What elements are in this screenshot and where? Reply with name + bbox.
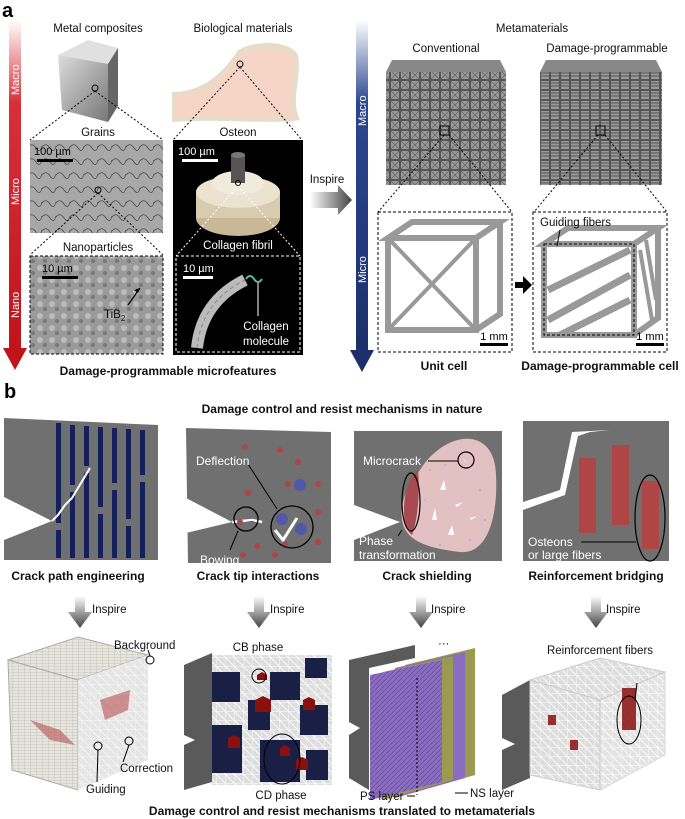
inspire-label-3: Inspire (431, 604, 466, 616)
dp-cell-scale-label: 1 mm (636, 331, 664, 343)
deflection-label: Deflection (196, 454, 249, 468)
down-arrow-icon (409, 596, 433, 628)
grains-scale-label: 100 µm (34, 146, 71, 158)
panel-b-bottom-title: Damage control and resist mechanisms tra… (149, 804, 535, 818)
crack-shielding-panel (354, 431, 502, 561)
unit-cell-scale-label: 1 mm (480, 331, 508, 343)
nano-scale-label: 10 µm (42, 263, 73, 275)
osteon-scale-label: 100 µm (178, 146, 215, 158)
osteon-scale-bar (182, 159, 218, 162)
blue-scale-arrowhead (350, 350, 374, 372)
bone-illustration (172, 43, 300, 122)
down-arrow-icon (584, 596, 608, 628)
scale-axis-left: Macro Micro Nano (3, 20, 27, 370)
unit-cell-box: 1 mm (377, 211, 513, 353)
nanoparticles-label: Nanoparticles (63, 242, 134, 254)
guiding-fibers-label: Guiding fibers (540, 217, 611, 229)
crack-tip-interactions-panel (186, 428, 331, 563)
grains-scale-bar (37, 159, 73, 162)
osteons-label-2: or large fibers (528, 548, 601, 562)
caption-crack-tip-interactions: Crack tip interactions (197, 569, 320, 583)
nanoparticles-micrograph (29, 255, 164, 355)
correction-label: Correction (120, 763, 173, 775)
inspire-arrow (310, 185, 352, 215)
down-arrow-icon (68, 596, 92, 628)
grains-micrograph (30, 140, 163, 233)
cb-phase-label: CB phase (233, 642, 284, 654)
metamaterials-title: Metamaterials (496, 23, 568, 35)
panel-b-top-title: Damage control and resist mechanisms in … (202, 402, 483, 416)
damage-programmable-cell-box: Guiding fibers 1 mm (532, 211, 668, 353)
osteon-label: Osteon (219, 127, 256, 139)
crack-path-metamaterial-cube (6, 636, 155, 791)
inspire-label-1: Inspire (92, 604, 127, 616)
scale-axis-right: Macro Micro (350, 20, 374, 372)
caption-reinforcement-bridging: Reinforcement bridging (528, 569, 663, 583)
damage-programmable-lattice-cube (540, 60, 662, 185)
dp-cell-scale-bar (636, 343, 664, 346)
collagen-fibril-label: Collagen fibril (203, 240, 273, 252)
collagen-molecule-label-2: molecule (243, 336, 289, 348)
axis-label-macro-right: Macro (357, 95, 369, 126)
collagen-molecule-label-1: Collagen (243, 321, 288, 333)
reinforcement-metamaterial-lattice (502, 657, 667, 791)
cd-phase-label: CD phase (255, 790, 306, 802)
dots-label: ··· (438, 638, 450, 650)
damage-programmable-label: Damage-programmable (546, 43, 667, 55)
bowing-label: Bowing (200, 553, 239, 567)
osteons-label-1: Osteons (528, 535, 573, 549)
conventional-lattice-cube (386, 60, 506, 185)
nano-scale-bar (42, 276, 78, 279)
red-scale-arrow-shaft (9, 20, 21, 350)
unit-cell-scale-bar (480, 343, 508, 346)
panel-a-caption: Damage-programmable microfeatures (60, 364, 277, 378)
crack-shielding-metamaterial-cube (349, 645, 475, 800)
transform-arrow (515, 276, 532, 294)
panel-b-label: b (4, 381, 16, 403)
inspire-arrows-b (68, 596, 608, 628)
axis-label-macro: Macro (10, 64, 22, 95)
crack-path-engineering-panel (4, 418, 158, 560)
inspire-label-2: Inspire (270, 604, 305, 616)
panel-a-label: a (2, 0, 14, 22)
biological-materials-title: Biological materials (193, 23, 292, 35)
phase-label-2: transformation (359, 548, 436, 562)
reinforcement-fibers-label: Reinforcement fibers (547, 645, 653, 657)
axis-label-nano: Nano (10, 292, 22, 318)
phase-label-1: Phase (359, 534, 393, 548)
background-label: Background (114, 640, 175, 652)
ns-layer-label: NS layer (470, 788, 514, 800)
conventional-label: Conventional (412, 43, 479, 55)
metal-composites-title: Metal composites (53, 23, 143, 35)
collagen-fibril-inset: 10 µm Collagen molecule (175, 255, 301, 353)
caption-crack-shielding: Crack shielding (382, 569, 471, 583)
microcrack-label: Microcrack (363, 454, 422, 468)
axis-label-micro-right: Micro (357, 256, 369, 283)
inspire-label-4: Inspire (606, 604, 641, 616)
metal-cube-image (58, 40, 118, 122)
caption-crack-path-engineering: Crack path engineering (11, 569, 144, 583)
grains-label: Grains (81, 127, 115, 139)
down-arrow-icon (247, 596, 271, 628)
ps-layer-label: PS layer (360, 791, 404, 803)
dp-cell-caption: Damage-programmable cell (521, 359, 678, 373)
fibril-scale-label: 10 µm (183, 263, 214, 275)
inspire-label-a: Inspire (310, 174, 345, 186)
fibril-scale-bar (183, 276, 213, 279)
blue-scale-arrow-shaft (356, 20, 368, 352)
reinforcement-bridging-panel (523, 421, 669, 562)
axis-label-micro: Micro (10, 178, 22, 205)
unit-cell-caption: Unit cell (421, 359, 468, 373)
crack-tip-metamaterial-cube (184, 653, 332, 790)
osteon-illustration (196, 152, 280, 236)
guiding-label: Guiding (86, 784, 126, 796)
red-scale-arrowhead (3, 348, 27, 370)
tib2-label: TiB2 (104, 309, 126, 323)
